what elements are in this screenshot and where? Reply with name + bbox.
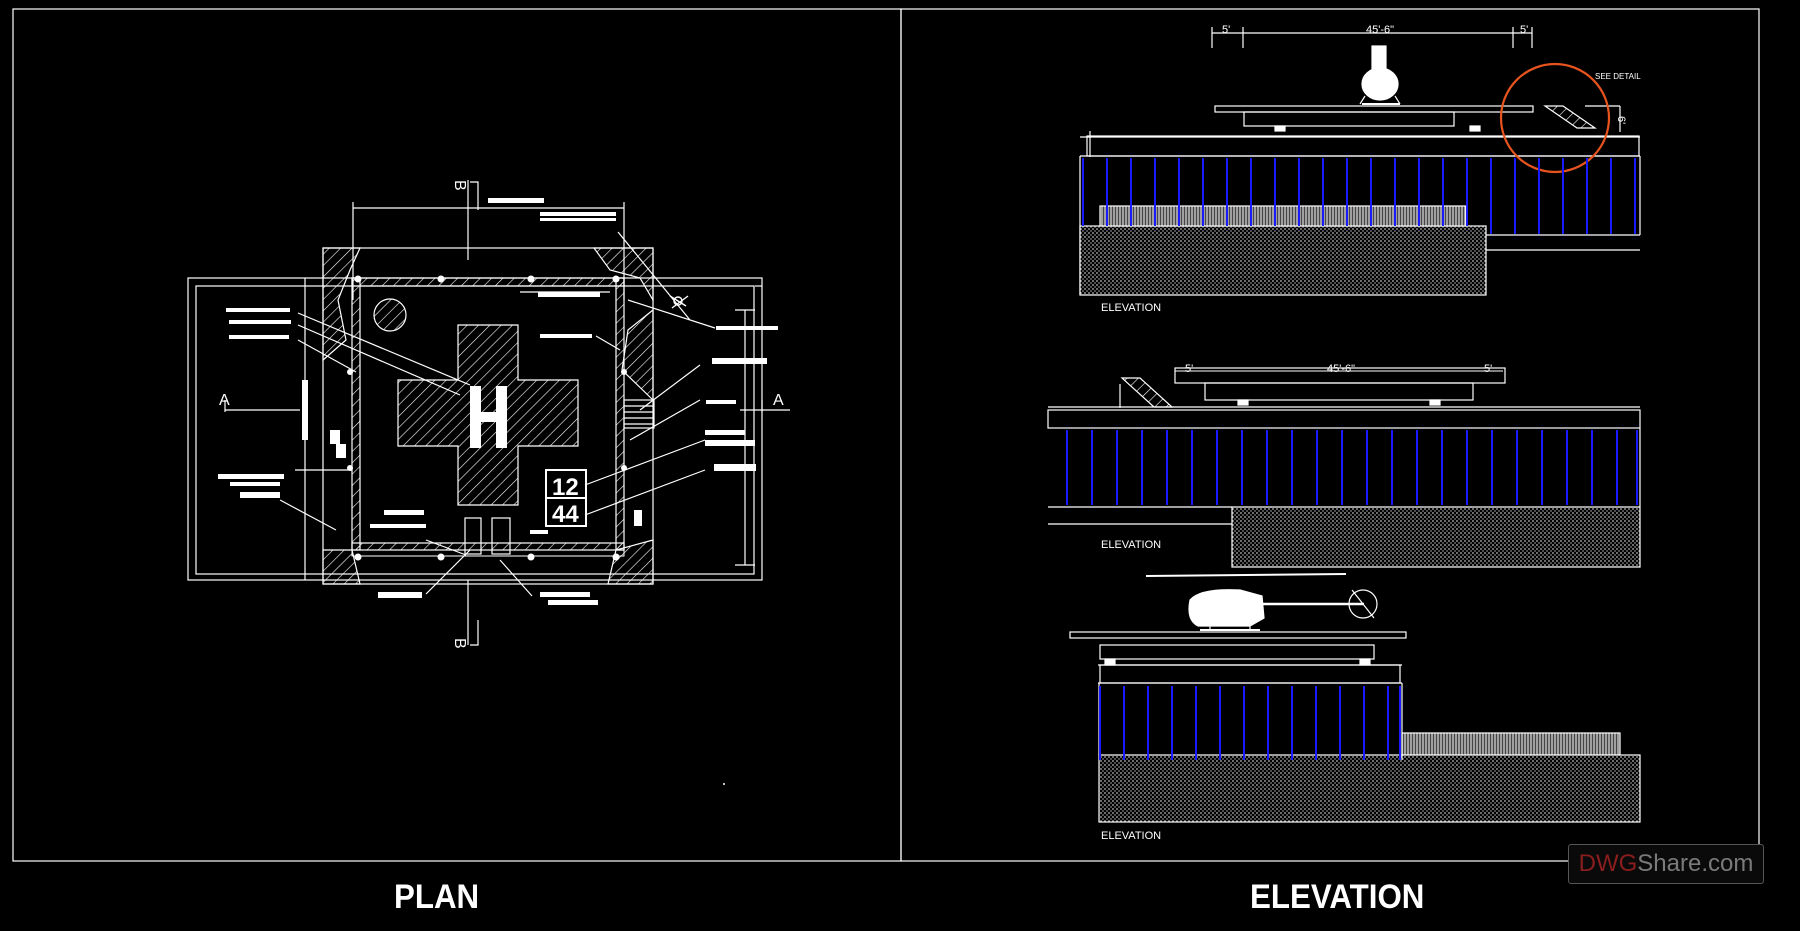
plan-drawing — [187, 180, 790, 646]
dim-vertical: 6' — [1615, 116, 1627, 124]
dim2-main: 45'-6" — [1327, 363, 1355, 375]
helicopter-side-view — [1145, 573, 1378, 631]
helipad-h-mark — [470, 386, 507, 448]
dim2-side-left: 5' — [1185, 363, 1193, 375]
elevation-3-labels: ELEVATION — [1101, 830, 1161, 842]
section-marker-a-left: A — [219, 392, 230, 409]
podium-block-3 — [1098, 754, 1641, 823]
elevation-label-3: ELEVATION — [1101, 830, 1161, 842]
helipad-deck — [322, 247, 654, 585]
podium-block-2 — [1231, 506, 1641, 568]
section-marker-b-bottom: B — [451, 638, 468, 649]
elevation-frame — [900, 8, 1760, 862]
heli-letter-hidden: H — [480, 402, 481, 403]
elevation-2-columns — [1066, 430, 1638, 505]
elevation-2 — [1047, 367, 1641, 568]
weight-number-bottom: 44 — [552, 501, 579, 528]
weight-number-top: 12 — [552, 474, 579, 501]
elevation-3 — [1069, 573, 1641, 823]
elevation-1 — [1079, 27, 1641, 296]
see-detail-label: SEE DETAIL — [1595, 72, 1641, 81]
helicopter-front-view — [1359, 45, 1401, 105]
watermark-brand-red: DWG — [1578, 850, 1638, 877]
plan-labels: B B A A 12 44 — [219, 180, 784, 649]
stray-dot — [723, 783, 725, 785]
stair-plan — [623, 399, 655, 429]
plan-title: PLAN — [394, 878, 480, 916]
watermark-logo: DWGShare.com — [1568, 844, 1764, 884]
elevation-1-labels: 5' 45'-6" 5' 6' SEE DETAIL ELEVATION — [1101, 24, 1641, 314]
watermark-brand-grey: Share.com — [1637, 850, 1754, 877]
elevation-title: ELEVATION — [1250, 878, 1425, 916]
section-marker-b-top: B — [451, 180, 468, 191]
podium-block-1 — [1079, 225, 1487, 296]
elevation-label-1: ELEVATION — [1101, 302, 1161, 314]
elevation-2-labels: 5' 45'-6" 5' ELEVATION — [1101, 363, 1503, 551]
dim-side-left: 5' — [1222, 24, 1230, 36]
elevation-1-columns — [1082, 158, 1636, 234]
elevation-3-columns — [1099, 686, 1401, 760]
vent-circle — [373, 298, 407, 332]
elevation-label-2: ELEVATION — [1101, 539, 1161, 551]
dim2-side-right: 5' — [1484, 363, 1492, 375]
dim-side-right: 5' — [1520, 24, 1528, 36]
dim-main: 45'-6" — [1366, 24, 1394, 36]
detail-callout-circle — [1499, 62, 1611, 174]
section-marker-a-right: A — [773, 392, 784, 409]
